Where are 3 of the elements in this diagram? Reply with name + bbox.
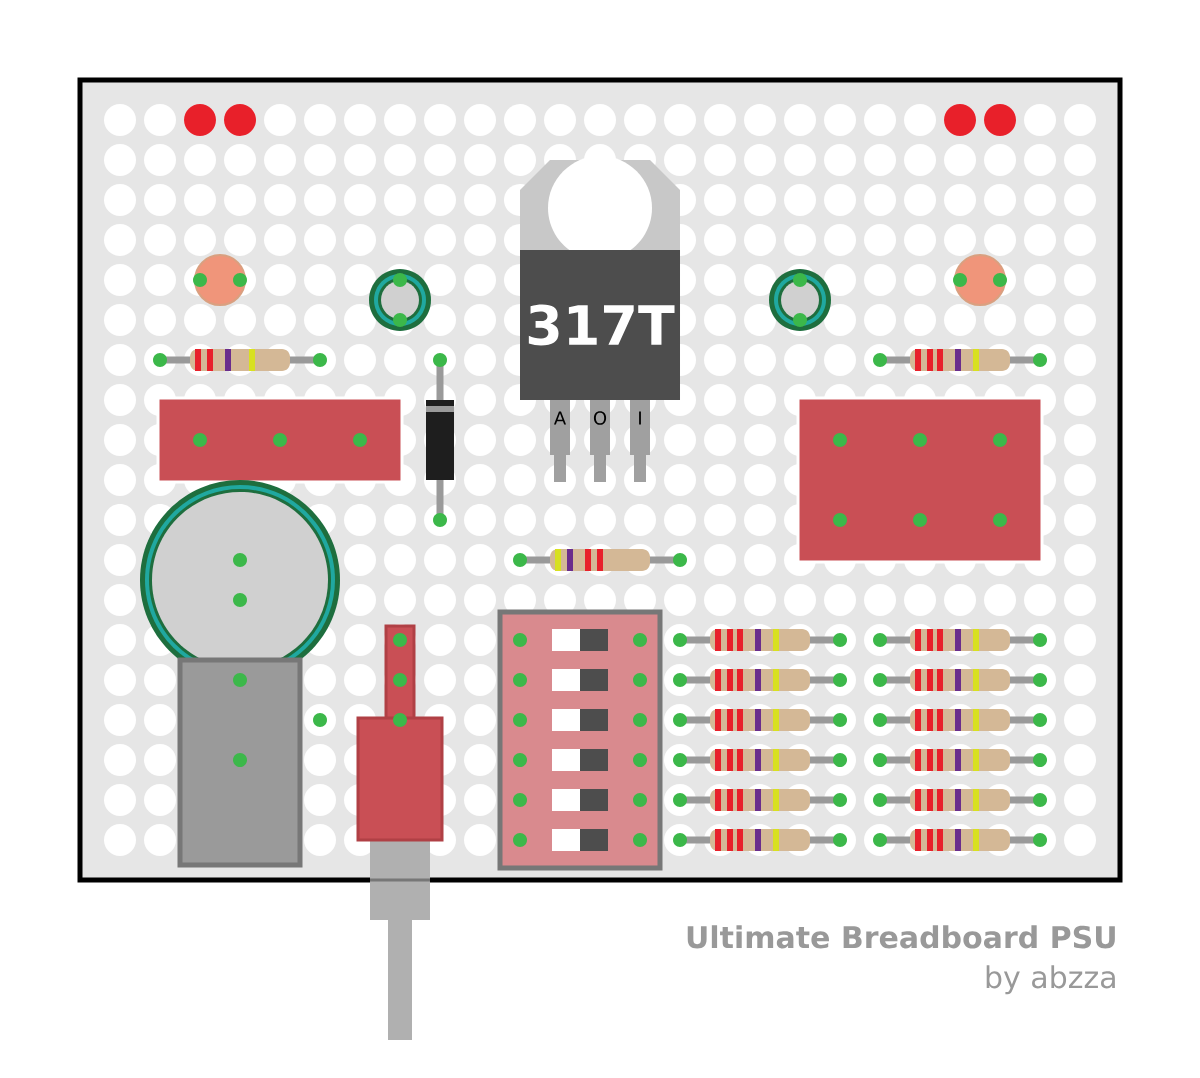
title: Ultimate Breadboard PSU <box>687 925 1115 949</box>
regulator-body: 317T <box>520 250 680 400</box>
author-credit: by abzza <box>986 965 1115 995</box>
